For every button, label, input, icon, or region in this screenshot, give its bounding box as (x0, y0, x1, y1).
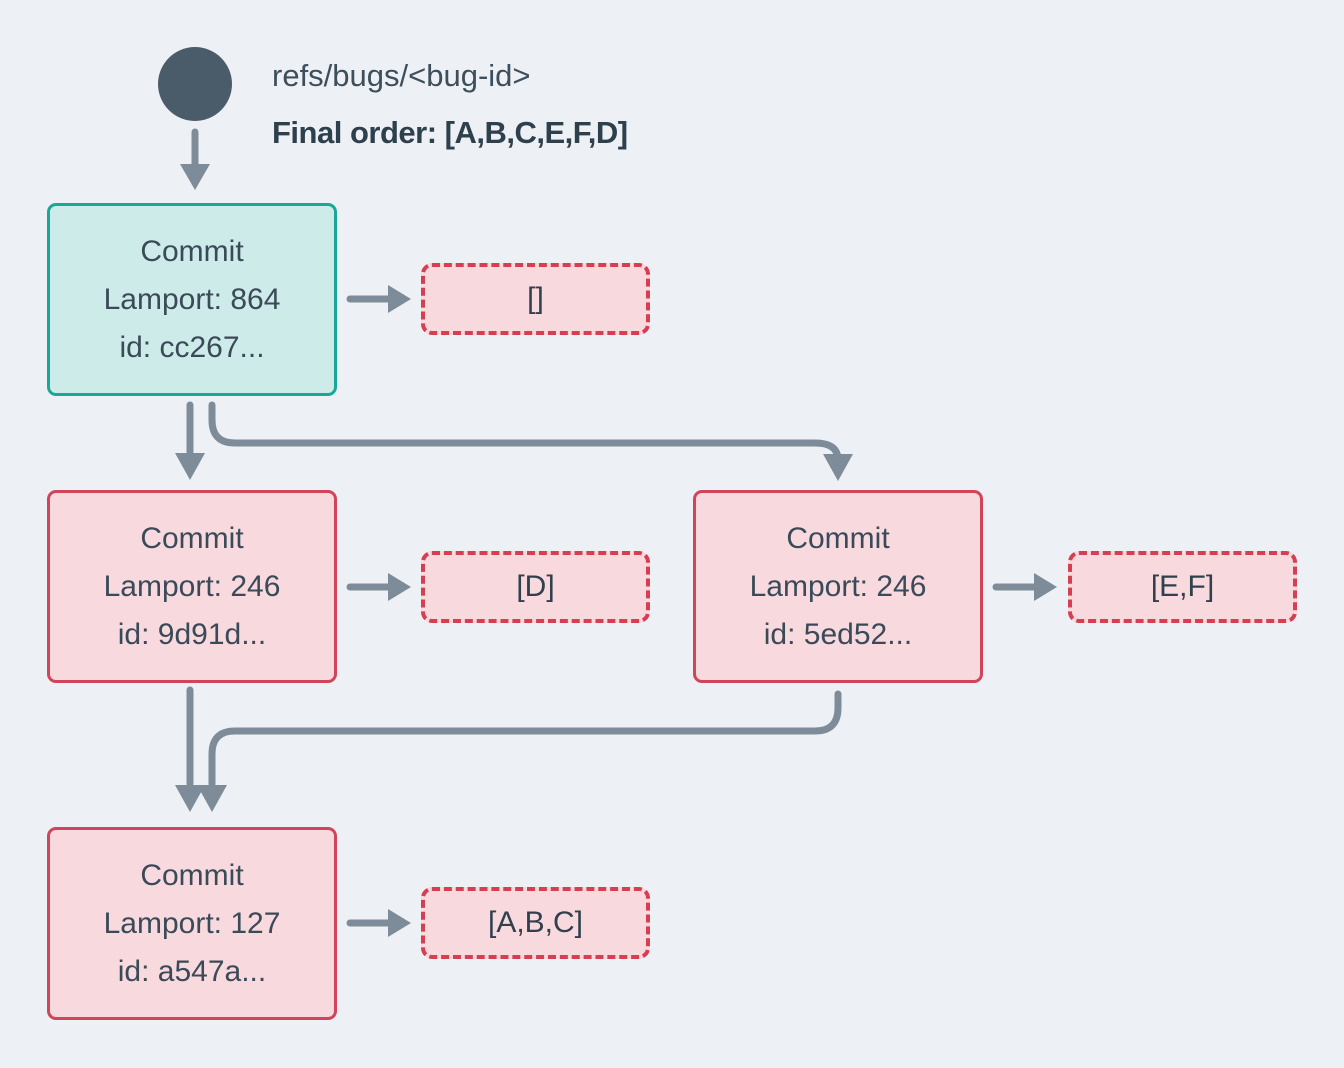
ops-list-text: [E,F] (1150, 570, 1215, 603)
commit-title: Commit (140, 234, 244, 268)
commit-node-root: Commit Lamport: 864 id: cc267... (47, 203, 337, 396)
ops-list-text: [D] (516, 570, 555, 603)
commit-title: Commit (140, 858, 244, 892)
commit-lamport: Lamport: 246 (103, 569, 281, 603)
commit-title: Commit (786, 521, 890, 555)
commit-title: Commit (140, 521, 244, 555)
commit-id: id: a547a... (117, 954, 267, 988)
commit-node-bottom: Commit Lamport: 127 id: a547a... (47, 827, 337, 1020)
arrowhead-left-to-ops (388, 573, 411, 601)
arrowhead-right-to-bottom (197, 785, 227, 812)
head-ref-circle (158, 47, 232, 121)
arrowhead-root-to-ops (388, 285, 411, 313)
ops-list-left: [D] (421, 551, 650, 623)
edge-root-to-right (208, 401, 842, 464)
ops-list-text: [] (527, 282, 544, 315)
arrowhead-left-to-bottom (175, 785, 205, 812)
commit-lamport: Lamport: 864 (103, 282, 281, 316)
arrowhead-root-to-left (175, 453, 205, 480)
arrowhead-head-to-root (180, 164, 210, 190)
commit-lamport: Lamport: 246 (749, 569, 927, 603)
commit-lamport: Lamport: 127 (103, 906, 281, 940)
commit-id: id: 5ed52... (763, 617, 913, 651)
ops-list-right: [E,F] (1068, 551, 1297, 623)
commit-id: id: 9d91d... (117, 617, 267, 651)
commit-id: id: cc267... (119, 330, 265, 364)
arrowhead-bottom-to-ops (388, 909, 411, 937)
arrowhead-root-to-right (823, 454, 853, 481)
final-order-label: Final order: [A,B,C,E,F,D] (272, 115, 628, 150)
edge-right-to-bottom (208, 690, 842, 788)
ops-list-root: [] (421, 263, 650, 335)
ops-list-bottom: [A,B,C] (421, 887, 650, 959)
ops-list-text: [A,B,C] (487, 906, 584, 939)
head-ref-label: refs/bugs/<bug-id> (272, 58, 531, 93)
arrowhead-right-to-ops (1034, 573, 1057, 601)
commit-node-left: Commit Lamport: 246 id: 9d91d... (47, 490, 337, 683)
commit-node-right: Commit Lamport: 246 id: 5ed52... (693, 490, 983, 683)
